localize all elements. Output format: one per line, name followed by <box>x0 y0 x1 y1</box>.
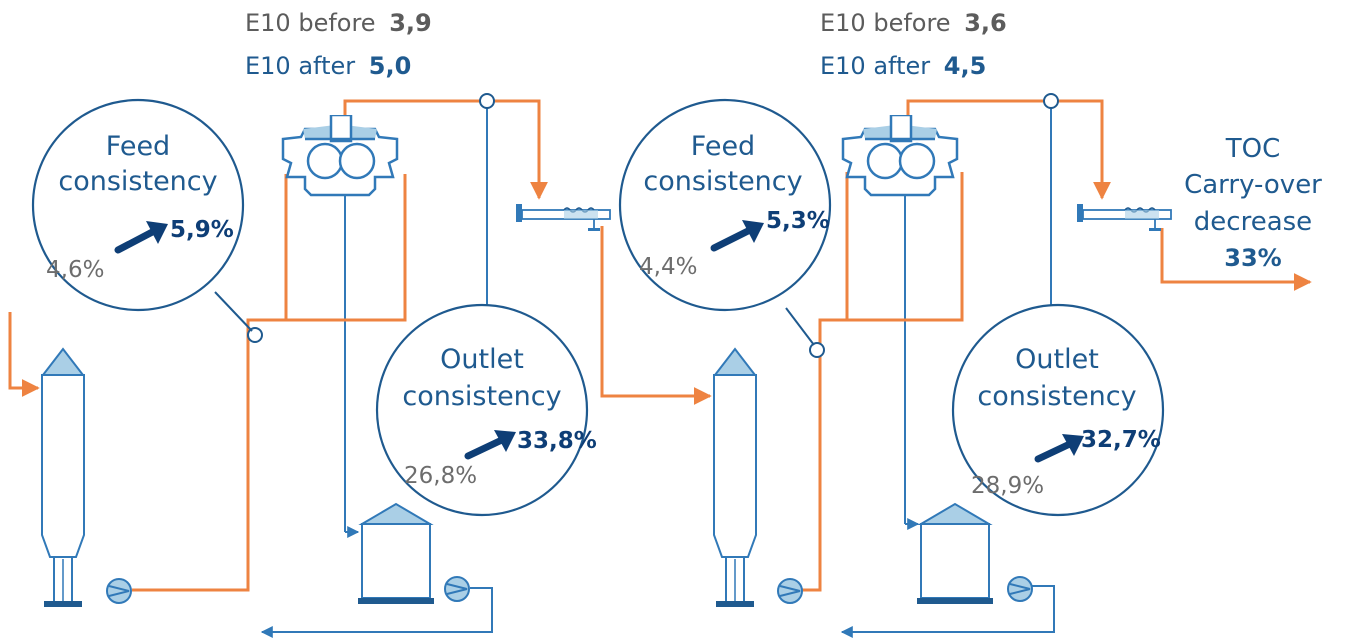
toc-line3: decrease <box>1194 207 1312 237</box>
e10-before-line: E10 before 3,6 <box>820 9 1007 37</box>
outlet-after-value: 33,8% <box>517 428 597 454</box>
wash-press-icon <box>281 115 399 197</box>
e10-after-line: E10 after 5,0 <box>245 52 411 80</box>
stage2-feed-callout: Feed consistency 4,4% 5,3% <box>618 98 832 346</box>
feed-before-value: 4,6% <box>46 257 104 283</box>
screw-conveyor-icon <box>1076 203 1172 232</box>
stage2-outlet-callout: Outlet consistency 28,9% 32,7% <box>951 303 1165 517</box>
outlet-before-value: 28,9% <box>971 473 1044 499</box>
stage2-blue-lines <box>840 104 1055 638</box>
stage1-orange-lines <box>8 99 712 592</box>
feed-label-line1: Feed <box>106 131 170 162</box>
outlet-label-line2: consistency <box>402 381 561 412</box>
e10-after-value: 4,5 <box>944 52 987 80</box>
pump-icon <box>444 576 470 602</box>
trend-arrow-icon <box>464 434 510 460</box>
tower-icon <box>41 348 85 608</box>
filtrate-tank-icon <box>916 503 994 605</box>
toc-line2: Carry-over <box>1184 170 1322 200</box>
e10-after-label: E10 after <box>820 52 930 80</box>
e10-after-value: 5,0 <box>369 52 412 80</box>
feed-label-line2: consistency <box>58 166 217 197</box>
stage2-orange-lines <box>802 99 1312 592</box>
outlet-before-value: 26,8% <box>404 463 477 489</box>
pump-icon <box>106 578 132 604</box>
toc-line1: TOC <box>1225 134 1281 164</box>
outlet-label-line1: Outlet <box>440 344 524 375</box>
toc-value: 33% <box>1224 244 1281 272</box>
feed-label-line1: Feed <box>691 131 755 162</box>
trend-arrow-icon <box>114 225 162 254</box>
toc-callout: TOC Carry-over decrease 33% <box>1184 134 1322 272</box>
outlet-after-value: 32,7% <box>1081 427 1161 453</box>
e10-before-value: 3,6 <box>964 9 1007 37</box>
feed-before-value: 4,4% <box>639 254 697 280</box>
e10-before-label: E10 before <box>245 9 376 37</box>
stage1-outlet-callout: Outlet consistency 26,8% 33,8% <box>375 303 597 517</box>
pump-icon <box>777 578 803 604</box>
e10-before-value: 3,9 <box>389 9 432 37</box>
wash-press-icon <box>841 115 959 197</box>
tower-icon <box>713 348 757 608</box>
feed-after-value: 5,9% <box>170 217 234 243</box>
feed-after-value: 5,3% <box>766 208 830 234</box>
e10-after-label: E10 after <box>245 52 355 80</box>
trend-arrow-icon <box>710 224 758 252</box>
e10-before-label: E10 before <box>820 9 951 37</box>
stage1-blue-lines <box>260 104 493 638</box>
screw-conveyor-icon <box>515 203 611 232</box>
stage1-feed-callout: Feed consistency 4,6% 5,9% <box>31 98 253 332</box>
feed-label-line2: consistency <box>643 166 802 197</box>
outlet-label-line1: Outlet <box>1015 344 1099 375</box>
outlet-label-line2: consistency <box>977 381 1136 412</box>
filtrate-tank-icon <box>357 503 435 605</box>
e10-before-line: E10 before 3,9 <box>245 9 432 37</box>
e10-after-line: E10 after 4,5 <box>820 52 986 80</box>
pump-icon <box>1007 576 1033 602</box>
